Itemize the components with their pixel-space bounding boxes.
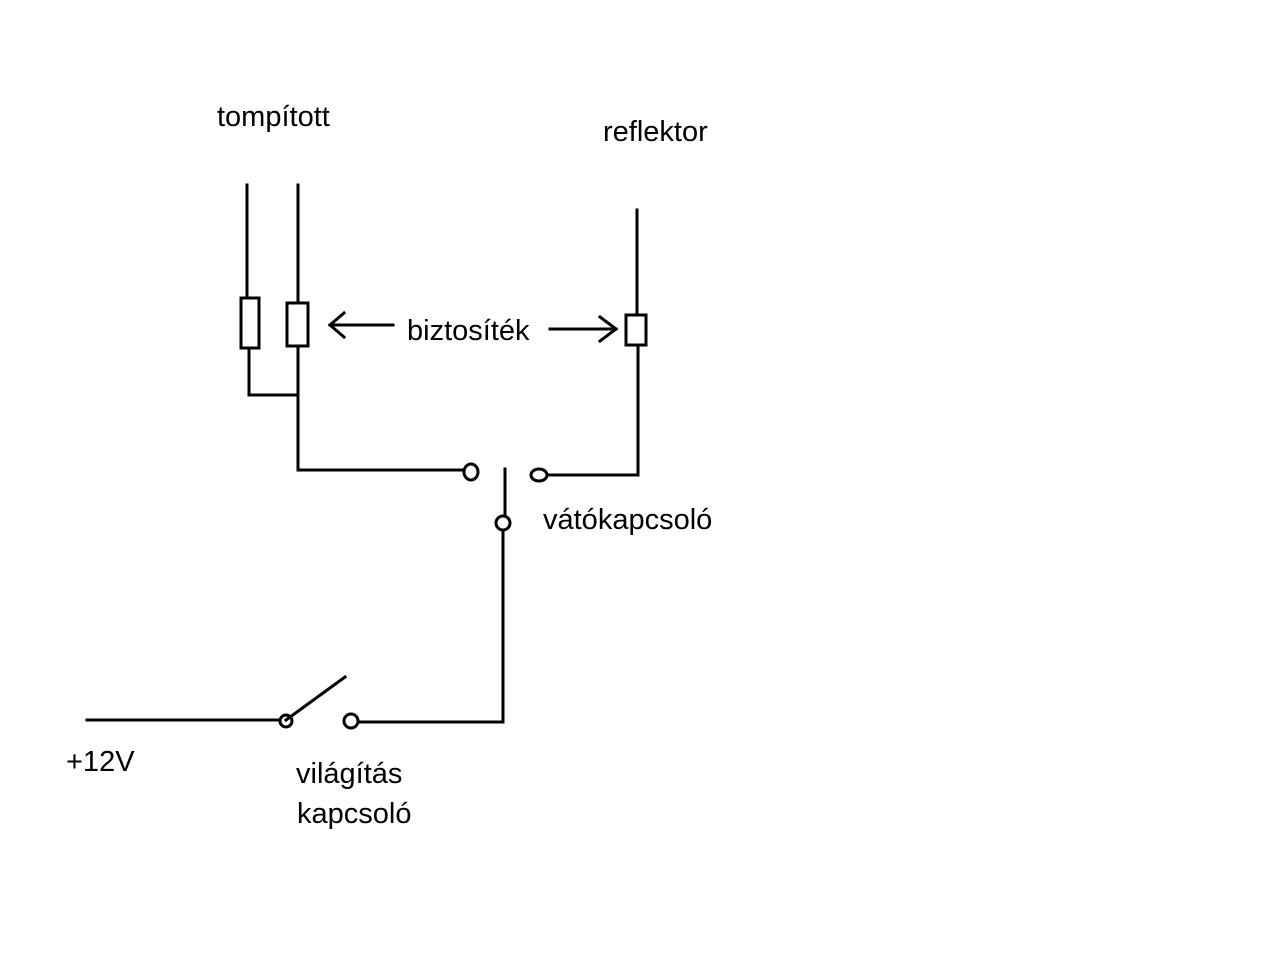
low-beam-fuse-left <box>239 296 261 350</box>
changeover-terminal-high-beam <box>529 467 549 483</box>
light-switch-terminal-out <box>342 712 360 730</box>
light-switch-label-line2: kapcsoló <box>297 798 412 830</box>
changeover-switch-label: vátókapcsoló <box>543 504 713 536</box>
low-beam-label: tompított <box>217 101 330 133</box>
light-switch-label-line1: világítás <box>296 758 403 790</box>
light-switch-lever <box>283 674 348 723</box>
fuse-arrow-right-head <box>597 314 619 344</box>
fuse-arrow-left-head <box>327 310 347 340</box>
high-beam-label: reflektor <box>603 116 708 148</box>
changeover-terminal-common <box>494 514 512 532</box>
supply-label: +12V <box>66 746 135 778</box>
changeover-terminal-low-beam <box>462 462 480 482</box>
fuse-label: biztosíték <box>407 315 530 347</box>
high-beam-fuse <box>624 313 648 347</box>
low-beam-fuse-right <box>285 301 310 348</box>
